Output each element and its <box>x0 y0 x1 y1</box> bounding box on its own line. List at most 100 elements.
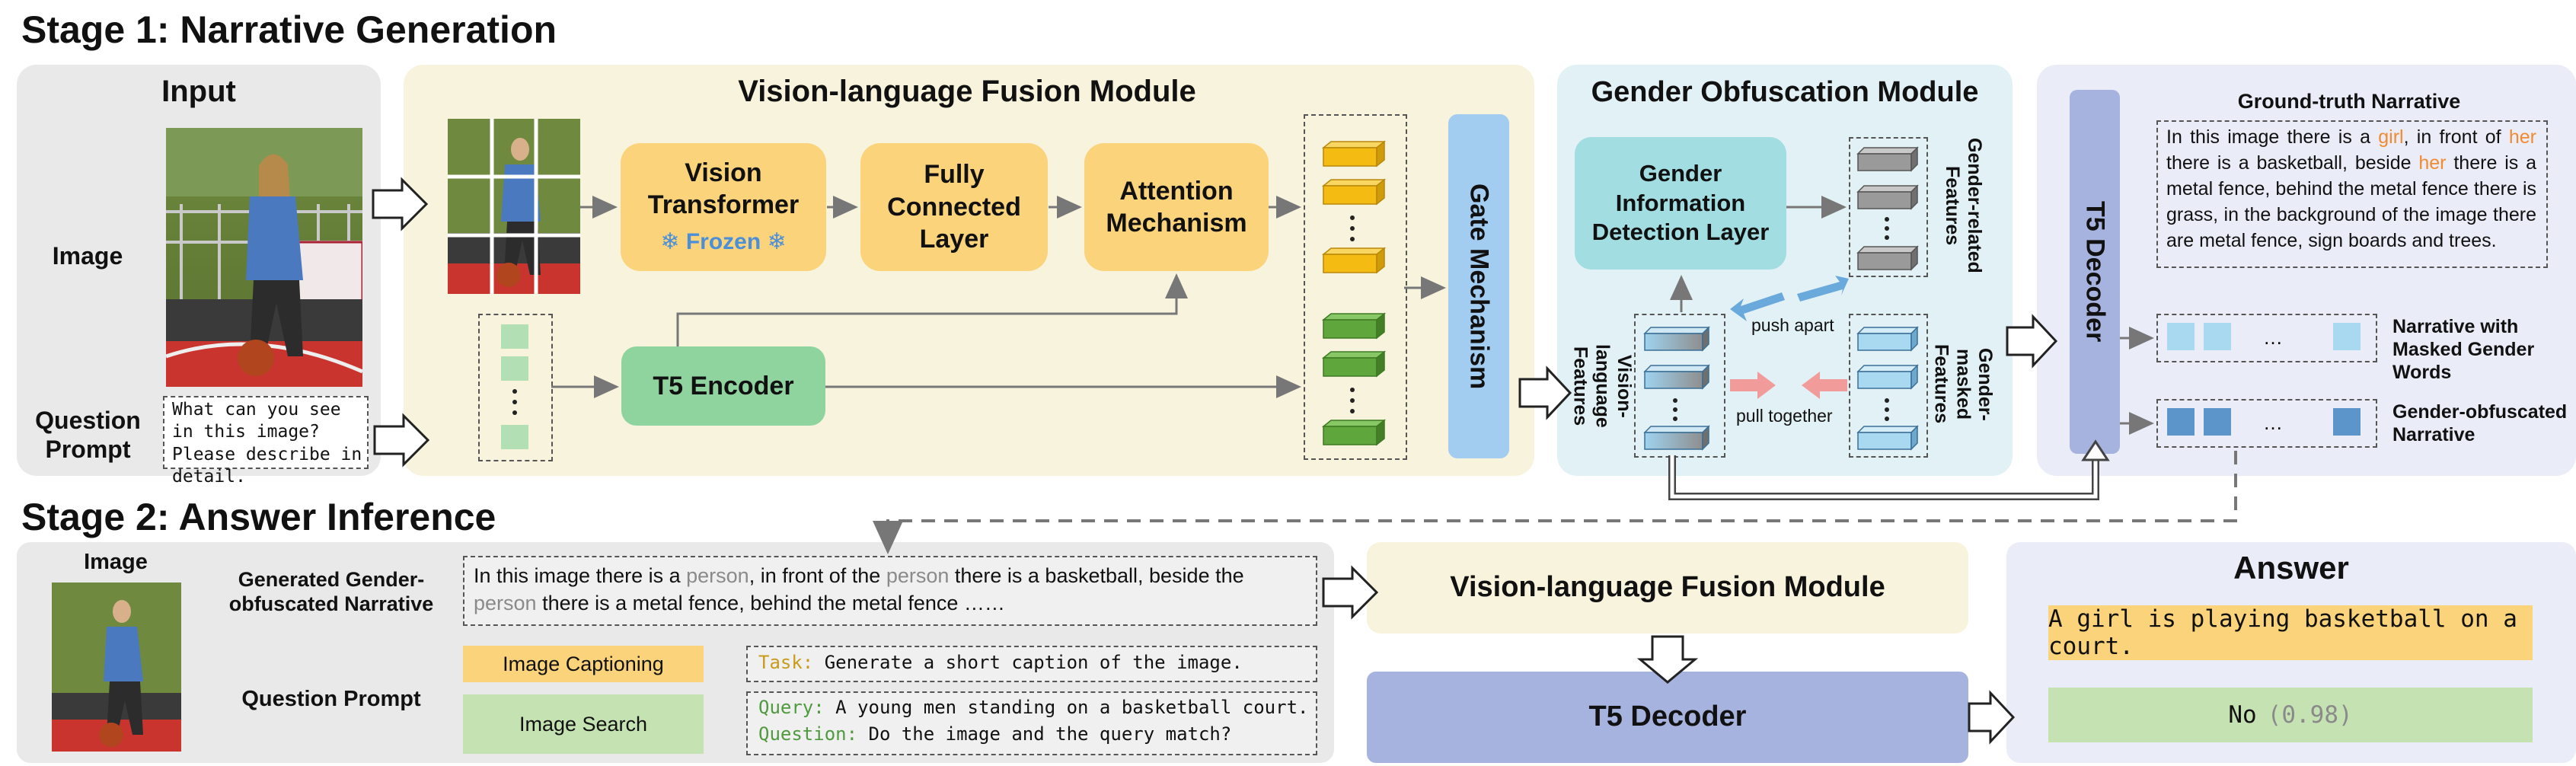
stage2-fusion-label: Vision-language Fusion Module <box>1450 571 1885 604</box>
generated-narrative-box <box>463 556 1317 626</box>
highlighted-word: person <box>686 564 749 587</box>
query-lines: Query: A young men standing on a basketb… <box>758 694 1308 748</box>
input-prompt-text: What can you see in this image? Please d… <box>172 400 362 487</box>
query-box <box>746 691 1317 755</box>
highlighted-word: girl <box>2378 126 2404 148</box>
text-segment: there is a metal fence, behind the metal… <box>2166 152 2537 251</box>
image-search-tag: Image Search <box>463 694 704 754</box>
attention-box <box>1084 143 1269 271</box>
t5-decoder-stage1-box <box>2070 90 2120 454</box>
answer-search-confidence: (0.98) <box>2267 701 2353 729</box>
snowflake-icon: ❄ <box>660 229 680 254</box>
detection-layer-box <box>1575 137 1786 270</box>
generated-narrative-label: Generated Gender-obfuscated Narrative <box>228 568 434 616</box>
vl-features-label: Vision-language Features <box>1569 344 1636 428</box>
obfuscated-narrative-label: Gender-obfuscated Narrative <box>2392 401 2568 445</box>
stage2-fusion-box <box>1367 542 1968 634</box>
frozen-row: ❄ Frozen ❄ <box>621 228 826 255</box>
input-title: Input <box>161 75 236 108</box>
input-photo <box>166 128 362 387</box>
svg-text:…: … <box>2263 326 2283 349</box>
detection-layer-label: Gender Information Detection Layer <box>1591 159 1770 246</box>
query-text: A young men standing on a basketball cou… <box>824 697 1309 718</box>
t5-encoder-box <box>621 346 825 426</box>
query-key: Query: <box>758 697 825 718</box>
gender-masked-box <box>1849 314 1928 458</box>
input-image-arrow <box>372 177 429 231</box>
frozen-label: Frozen <box>685 229 761 254</box>
obfuscated-narrative-tokens <box>2156 399 2377 448</box>
stage2-decoder-box <box>1367 672 1968 763</box>
gt-narrative-text: In this image there is a girl, in front … <box>2166 124 2536 254</box>
image-captioning-tag: Image Captioning <box>463 646 704 682</box>
t5-encoder-label: T5 Encoder <box>653 371 794 401</box>
stage2-input-arrow <box>1322 565 1379 620</box>
input-prompt-arrow <box>373 413 430 468</box>
fully-connected-label: Fully Connected Layer <box>887 160 1021 254</box>
gender-related-label: Gender-related Features <box>1942 138 1985 273</box>
question-text: Do the image and the query match? <box>857 723 1232 745</box>
image-label: Image <box>52 242 123 270</box>
fusion-title: Vision-language Fusion Module <box>738 75 1196 108</box>
t5-decoder-stage1-label: T5 Decoder <box>2080 201 2110 343</box>
answer-search: No(0.98) <box>2048 688 2533 742</box>
masked-token-row: … <box>2167 323 2361 350</box>
text-segment: there is a basketball, beside <box>2166 152 2419 174</box>
question-prompt-label: Question Prompt <box>35 407 141 464</box>
decoder-panel <box>2037 65 2576 476</box>
attention-label: Attention Mechanism <box>1106 176 1247 238</box>
obfuscated-token-row: … <box>2167 408 2361 436</box>
fusion-to-decoder-arrow <box>1636 635 1699 684</box>
pull-together-label: pull together <box>1736 406 1833 426</box>
generated-narrative-text: In this image there is a person, in fron… <box>474 562 1307 618</box>
answer-caption: A girl is playing basketball on a court. <box>2048 605 2533 660</box>
stage2-photo <box>52 582 181 752</box>
answer-title: Answer <box>2233 550 2349 586</box>
vl-to-decoder-outer <box>1668 455 2099 500</box>
gt-narrative-title: Ground-truth Narrative <box>2237 90 2461 113</box>
patched-image <box>448 119 580 294</box>
vision-transformer-label: Vision Transformer <box>647 158 800 220</box>
stage-transition-dashed-line <box>873 451 2237 554</box>
stage2-question-label: Question Prompt <box>241 687 421 711</box>
query-line: Query: A young men standing on a basketb… <box>758 694 1308 721</box>
gender-masked-label: Gender-masked Features <box>1930 344 1997 424</box>
text-segment: , in front of <box>2403 126 2509 148</box>
text-segment: , in front of the <box>749 564 886 587</box>
input-prompt-box <box>163 396 369 469</box>
masked-narrative-label: Narrative with Masked Gender Words <box>2392 316 2535 383</box>
task-key: Task: <box>758 652 814 673</box>
fusion-to-gender-arrow <box>1518 365 1572 420</box>
push-apart-label: push apart <box>1751 315 1834 335</box>
gender-related-box <box>1849 137 1928 277</box>
question-key: Question: <box>758 723 858 745</box>
gender-title: Gender Obfuscation Module <box>1591 76 1979 108</box>
gt-narrative-box <box>2156 120 2548 268</box>
vl-to-decoder-inner <box>1670 455 2098 499</box>
text-tokens <box>501 324 528 449</box>
answer-caption-text: A girl is playing basketball on a court. <box>2048 605 2517 660</box>
text-segment: there is a basketball, beside the <box>949 564 1244 587</box>
fully-connected-box <box>860 143 1048 271</box>
stage2-image-label: Image <box>84 550 148 574</box>
task-box <box>746 646 1317 682</box>
gate-mechanism-box <box>1448 114 1509 458</box>
gt-to-decoder-arrow <box>2006 314 2058 369</box>
svg-text:…: … <box>2263 411 2283 434</box>
stage2-decoder-label: T5 Decoder <box>1588 701 1747 733</box>
task-text: Generate a short caption of the image. <box>813 652 1243 673</box>
gender-panel <box>1557 65 2013 476</box>
question-line: Question: Do the image and the query mat… <box>758 721 1308 748</box>
gender-feature-stacks <box>1643 146 1919 451</box>
task-line: Task: Generate a short caption of the im… <box>758 652 1243 673</box>
highlighted-word: her <box>2508 126 2537 148</box>
vision-transformer-box <box>621 143 826 271</box>
stage2-title: Stage 2: Answer Inference <box>21 496 496 538</box>
vl-feature-box <box>1634 314 1725 458</box>
highlighted-word: person <box>474 592 537 615</box>
fused-feature-stack <box>1321 140 1387 446</box>
text-segment: there is a metal fence, behind the metal… <box>536 592 1005 615</box>
text-segment: In this image there is a <box>2166 126 2379 148</box>
snowflake-icon: ❄ <box>767 229 787 254</box>
